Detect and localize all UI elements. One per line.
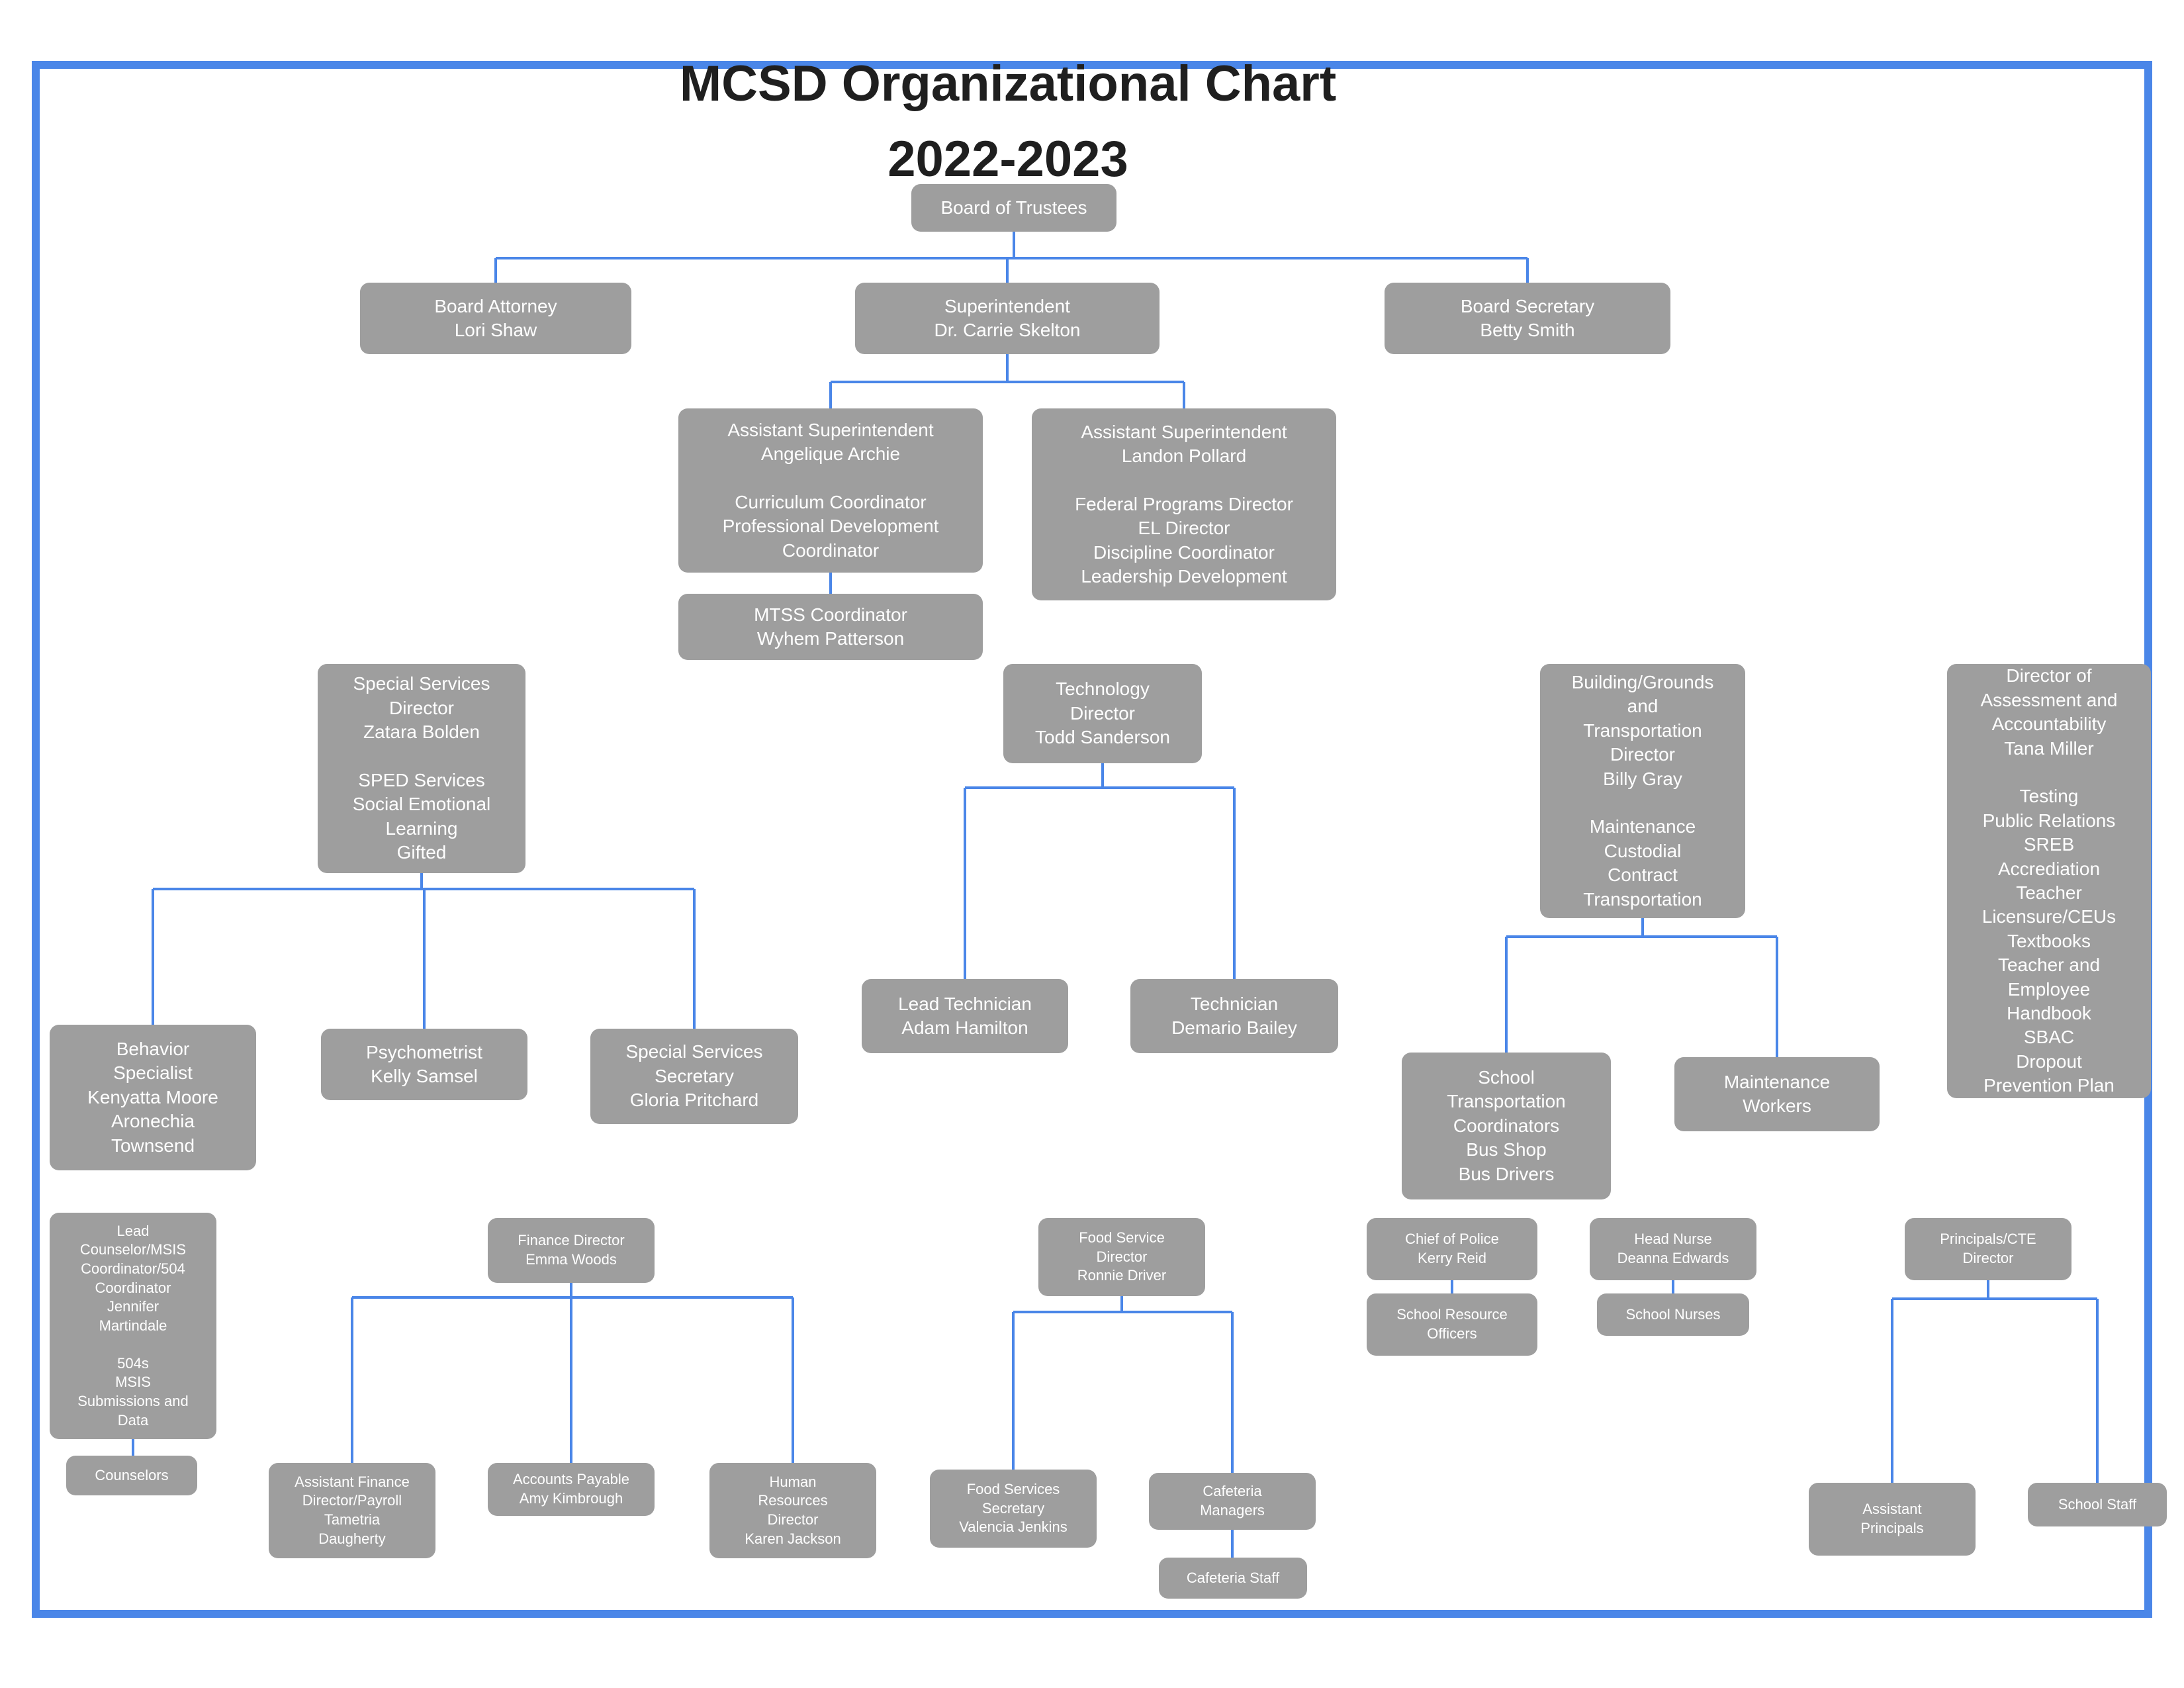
org-box-food-service-director: Food Service Director Ronnie Driver: [1038, 1218, 1205, 1296]
org-box-school-transportation-coordinators: School Transportation Coordinators Bus S…: [1402, 1053, 1611, 1199]
org-box-maintenance-workers: Maintenance Workers: [1674, 1057, 1880, 1131]
org-box-principals-cte-director: Principals/CTE Director: [1905, 1218, 2071, 1280]
org-box-building-grounds-director: Building/Grounds and Transportation Dire…: [1540, 664, 1745, 918]
org-box-food-services-secretary: Food Services Secretary Valencia Jenkins: [930, 1470, 1097, 1548]
org-box-assistant-superintendent-pollard: Assistant Superintendent Landon Pollard …: [1032, 408, 1336, 600]
org-box-school-resource-officers: School Resource Officers: [1367, 1293, 1537, 1356]
org-box-assistant-principals: Assistant Principals: [1809, 1483, 1976, 1556]
org-box-lead-technician: Lead Technician Adam Hamilton: [862, 979, 1068, 1053]
org-box-chief-of-police: Chief of Police Kerry Reid: [1367, 1218, 1537, 1280]
org-box-hr-director: Human Resources Director Karen Jackson: [709, 1463, 876, 1558]
org-box-board-attorney: Board Attorney Lori Shaw: [360, 283, 631, 354]
org-box-special-services-secretary: Special Services Secretary Gloria Pritch…: [590, 1029, 798, 1124]
org-box-cafeteria-staff: Cafeteria Staff: [1159, 1558, 1307, 1599]
org-box-assistant-finance-director: Assistant Finance Director/Payroll Tamet…: [269, 1463, 435, 1558]
org-box-assessment-director: Director of Assessment and Accountabilit…: [1947, 664, 2151, 1098]
chart-title-line1: MCSD Organizational Chart: [679, 56, 1337, 112]
chart-title: MCSD Organizational Chart 2022-2023: [346, 46, 1670, 197]
org-box-lead-counselor: Lead Counselor/MSIS Coordinator/504 Coor…: [50, 1213, 216, 1439]
org-box-mtss-coordinator: MTSS Coordinator Wyhem Patterson: [678, 594, 983, 660]
org-box-superintendent: Superintendent Dr. Carrie Skelton: [855, 283, 1160, 354]
org-box-technician: Technician Demario Bailey: [1130, 979, 1338, 1053]
org-box-board-of-trustees: Board of Trustees: [911, 184, 1116, 232]
org-box-accounts-payable: Accounts Payable Amy Kimbrough: [488, 1463, 655, 1516]
org-box-behavior-specialist: Behavior Specialist Kenyatta Moore Arone…: [50, 1025, 256, 1170]
org-box-assistant-superintendent-archie: Assistant Superintendent Angelique Archi…: [678, 408, 983, 573]
org-box-finance-director: Finance Director Emma Woods: [488, 1218, 655, 1283]
org-box-technology-director: Technology Director Todd Sanderson: [1003, 664, 1202, 763]
page-border-frame: [32, 61, 2152, 1618]
org-box-board-secretary: Board Secretary Betty Smith: [1385, 283, 1670, 354]
org-box-special-services-director: Special Services Director Zatara Bolden …: [318, 664, 525, 873]
chart-title-line2: 2022-2023: [887, 131, 1128, 187]
org-box-school-staff: School Staff: [2028, 1483, 2167, 1526]
org-box-psychometrist: Psychometrist Kelly Samsel: [321, 1029, 527, 1100]
org-box-cafeteria-managers: Cafeteria Managers: [1149, 1473, 1316, 1530]
org-box-head-nurse: Head Nurse Deanna Edwards: [1590, 1218, 1756, 1280]
org-box-counselors: Counselors: [66, 1456, 197, 1495]
org-box-school-nurses: School Nurses: [1597, 1293, 1749, 1336]
